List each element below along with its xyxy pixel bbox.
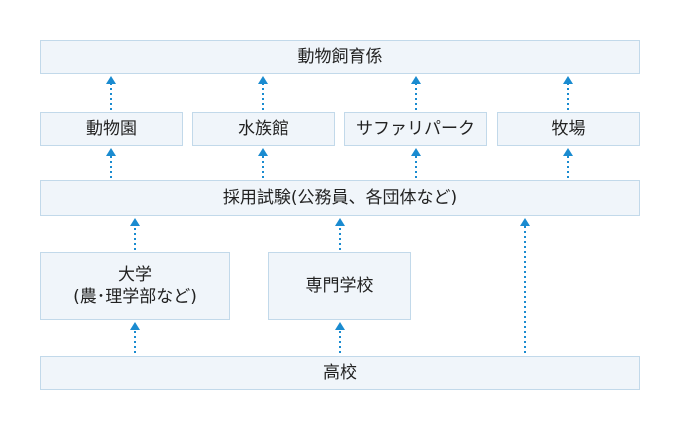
arrow-head [563,76,573,84]
arrow-highschool-to-exam [520,218,530,353]
node-label: 採用試験(公務員、各団体など) [222,187,458,208]
node-aquarium: 水族館 [192,112,335,146]
node-highschool: 高校 [40,356,640,390]
arrow-ranch-to-job [563,76,573,110]
node-ranch: 牧場 [497,112,640,146]
node-label: 専門学校 [305,275,374,296]
arrow-head [106,76,116,84]
arrow-exam-to-safari [411,148,421,178]
node-zoo: 動物園 [40,112,183,146]
node-label: 牧場 [551,118,586,139]
arrow-exam-to-zoo [106,148,116,178]
arrow-highschool-to-vocational [335,322,345,353]
node-label: 高校 [323,362,357,383]
node-vocational: 専門学校 [268,252,411,320]
node-job: 動物飼育係 [40,40,640,74]
arrow-head [563,148,573,156]
arrow-vocational-to-exam [335,218,345,250]
node-university: 大学 (農･理学部など) [40,252,230,320]
arrow-university-to-exam [130,218,140,250]
arrow-exam-to-ranch [563,148,573,178]
arrow-safari-to-job [411,76,421,110]
arrow-head [258,76,268,84]
arrow-head [520,218,530,226]
node-exam: 採用試験(公務員、各団体など) [40,180,640,216]
node-label: 水族館 [238,118,289,139]
arrow-head [335,322,345,330]
node-label: サファリパーク [356,118,475,139]
arrow-exam-to-aquarium [258,148,268,178]
arrow-head [335,218,345,226]
arrow-aquarium-to-job [258,76,268,110]
arrow-head [106,148,116,156]
node-label: 動物園 [86,118,137,139]
arrow-head [411,148,421,156]
arrow-head [130,322,140,330]
arrow-zoo-to-job [106,76,116,110]
node-label: 大学 (農･理学部など) [73,264,197,307]
arrow-head [411,76,421,84]
arrow-head [130,218,140,226]
node-label: 動物飼育係 [297,46,383,67]
arrow-highschool-to-university [130,322,140,353]
node-safari: サファリパーク [344,112,487,146]
arrow-head [258,148,268,156]
